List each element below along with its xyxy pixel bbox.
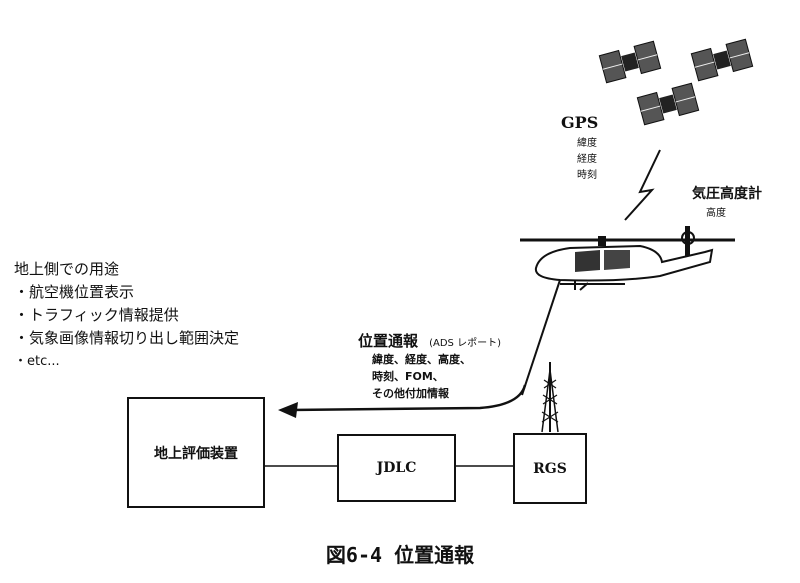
ground-use-item: ・etc... [14,354,60,369]
satellite-icon [690,38,754,82]
ground-eval-box: 地上評価装置 [127,397,265,508]
gps-param: 経度 [577,154,597,165]
helicopter-icon [520,226,735,291]
gps-param-list: 緯度 経度 時刻 [577,136,597,184]
ground-use-list: 地上側での用途 ・航空機位置表示 ・トラフィック情報提供 ・気象画像情報切り出し… [14,258,239,373]
altimeter-param: 高度 [706,208,726,219]
ground-use-item: ・トラフィック情報提供 [14,306,179,324]
altimeter-label: 気圧高度計 [692,186,762,202]
position-report-lines: 緯度、経度、高度、 時刻、FOM、 その他付加情報 [372,351,471,402]
position-report-line: 緯度、経度、高度、 [372,353,471,366]
gps-signal-lightning [624,149,661,221]
rgs-box: RGS [513,433,587,504]
gps-label: GPS [561,113,599,132]
arrow-head [278,402,298,418]
jdlc-label: JDLC [376,460,417,476]
antenna-tower-icon [541,362,559,433]
position-report-title: 位置通報 (ADS レポート) [358,330,501,351]
figure-caption: 図6-4 位置通報 [325,543,475,567]
satellite-icon [636,82,700,126]
position-report-heading: 位置通報 [358,332,419,350]
satellite-icon [598,40,662,84]
gps-param: 時刻 [577,170,597,181]
report-arrow [289,384,527,412]
ground-use-heading: 地上側での用途 [14,260,120,278]
rgs-label: RGS [533,460,567,477]
report-link-line [521,279,561,396]
ground-use-item: ・気象画像情報切り出し範囲決定 [14,329,240,347]
position-report-line: 時刻、FOM、 [372,370,444,383]
ground-use-item: ・航空機位置表示 [14,283,135,301]
jdlc-box: JDLC [337,434,456,502]
position-report-line: その他付加情報 [372,387,449,400]
gps-param: 緯度 [577,138,597,149]
position-report-subtitle: (ADS レポート) [429,338,501,349]
ground-eval-label: 地上評価装置 [154,445,238,462]
